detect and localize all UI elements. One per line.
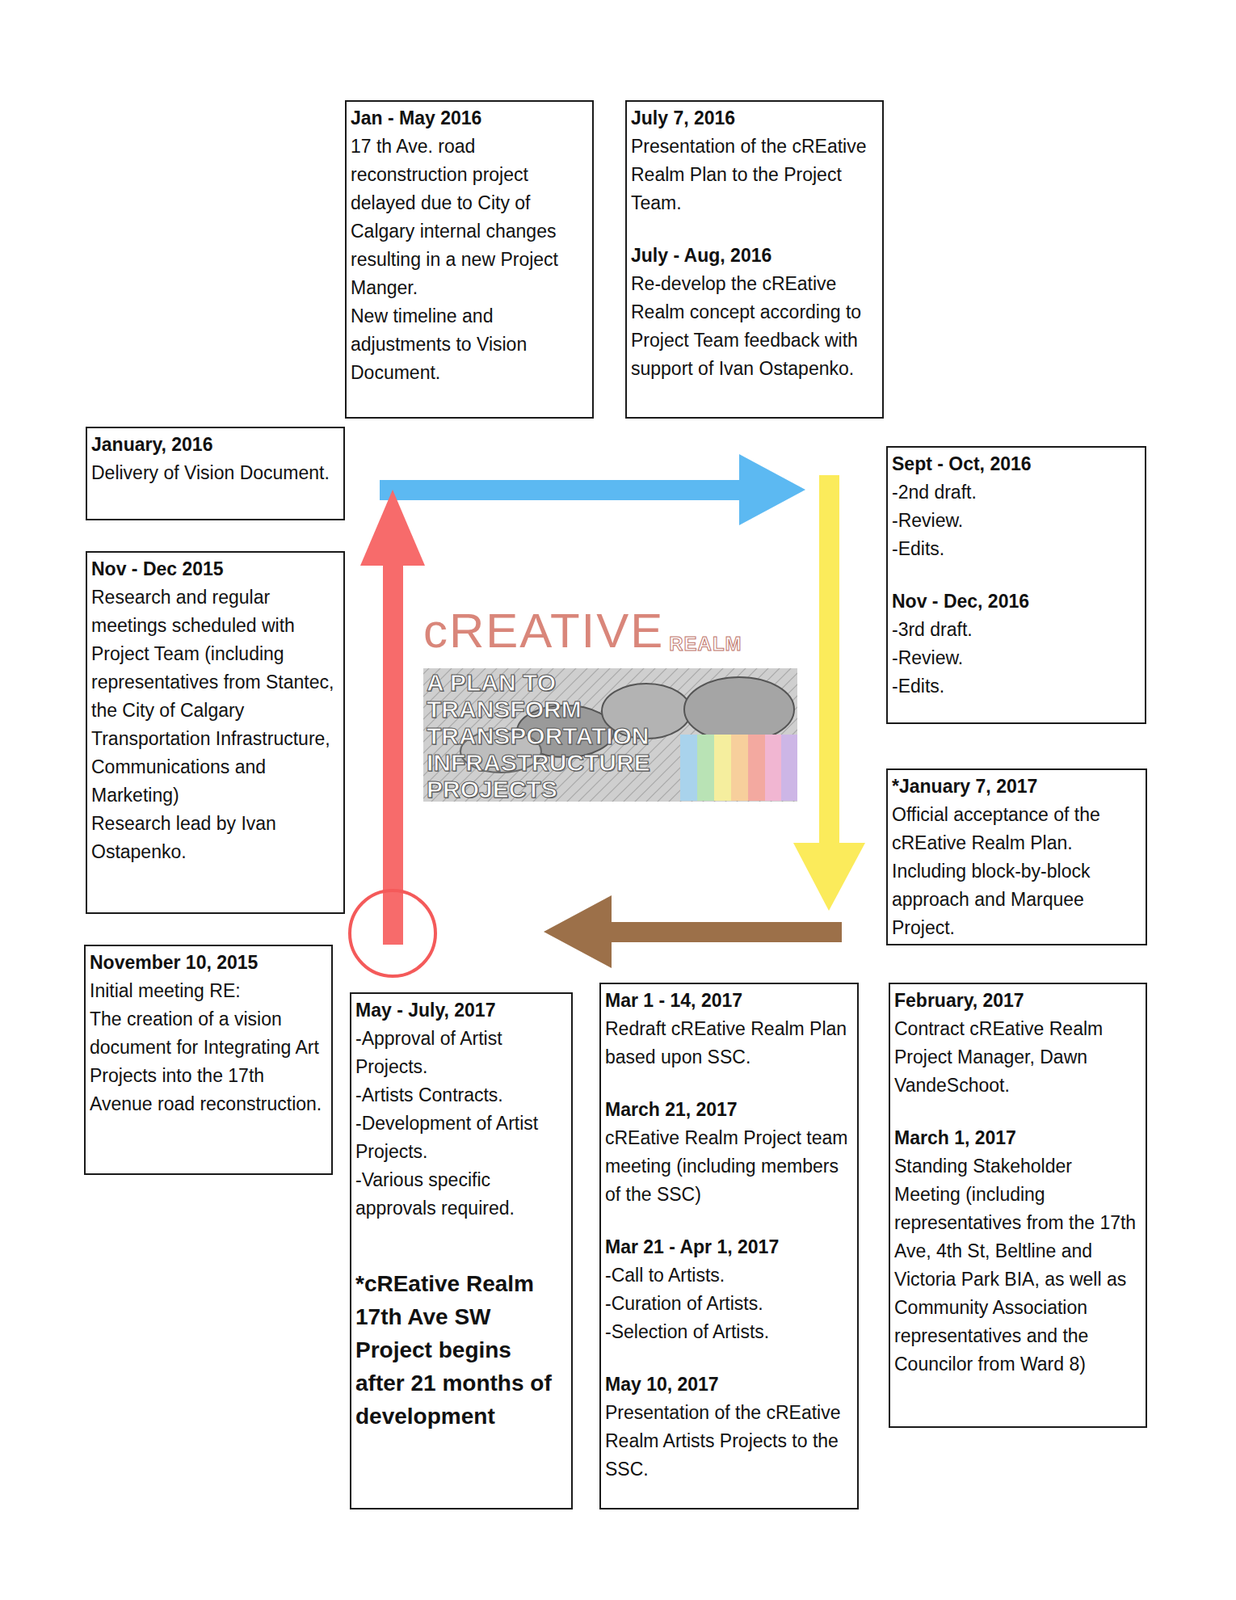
description: Contract cREative Realm Project Manager,…: [894, 1014, 1141, 1100]
logo-title: cREATIVE: [423, 604, 665, 658]
list-item: -Curation of Artists.: [605, 1289, 853, 1318]
date-heading: Nov - Dec 2015: [91, 554, 339, 584]
red-arrow: [360, 489, 425, 945]
list-item: -Review.: [891, 506, 1140, 535]
list-item: -Edits.: [891, 534, 1140, 564]
description: Presentation of the cREative Realm Plan …: [630, 132, 878, 218]
yellow-arrow: [793, 475, 866, 911]
date-heading: Sept - Oct, 2016: [891, 449, 1140, 479]
date-heading: July 7, 2016: [630, 104, 878, 133]
date-heading: Nov - Dec, 2016: [891, 587, 1140, 616]
timeline-box: Mar 1 - 14, 2017Redraft cREative Realm P…: [599, 982, 859, 1510]
description: Research lead by Ivan Ostapenko.: [91, 809, 339, 867]
list-item: -Artists Contracts.: [355, 1080, 567, 1110]
date-heading: Jan - May 2016: [350, 104, 588, 133]
list-item: -Development of Artist Projects.: [355, 1109, 567, 1166]
logo-illustration: [423, 668, 798, 802]
date-heading: Mar 1 - 14, 2017: [605, 986, 853, 1015]
timeline-box: January, 2016Delivery of Vision Document…: [85, 426, 345, 521]
rock: [684, 676, 795, 742]
description: Delivery of Vision Document.: [91, 458, 339, 488]
timeline-box: Sept - Oct, 2016-2nd draft.-Review.-Edit…: [886, 445, 1147, 724]
timeline-box: November 10, 2015Initial meeting RE:The …: [84, 944, 333, 1175]
date-heading: May - July, 2017: [355, 996, 567, 1025]
list-item: -Selection of Artists.: [605, 1317, 853, 1346]
description: 17 th Ave. road reconstruction project d…: [350, 132, 588, 303]
logo-tagline: A PLAN TO TRANSFORM TRANSPORTATION INFRA…: [426, 668, 694, 803]
description: cREative Realm Project team meeting (inc…: [605, 1123, 853, 1209]
date-heading: Mar 21 - Apr 1, 2017: [605, 1232, 853, 1262]
date-heading: July - Aug, 2016: [630, 241, 878, 270]
timeline-box: July 7, 2016Presentation of the cREative…: [625, 100, 884, 419]
timeline-box: February, 2017Contract cREative Realm Pr…: [888, 982, 1148, 1428]
description: Re-develop the cREative Realm concept ac…: [630, 269, 878, 383]
milestone-note: *cREative Realm 17th Ave SW Project begi…: [355, 1266, 567, 1433]
list-item: -Review.: [891, 643, 1140, 673]
description: New timeline and adjustments to Vision D…: [350, 302, 588, 387]
description: The creation of a vision document for In…: [89, 1004, 327, 1119]
timeline-box: May - July, 2017-Approval of Artist Proj…: [349, 992, 573, 1510]
list-item: -2nd draft.: [891, 478, 1140, 507]
list-item: -3rd draft.: [891, 615, 1140, 644]
start-circle: [349, 890, 436, 976]
blue-arrow: [379, 454, 806, 526]
brown-arrow: [543, 895, 842, 968]
date-heading: November 10, 2015: [89, 948, 327, 977]
description: Official acceptance of the cREative Real…: [891, 800, 1141, 942]
description: Redraft cREative Realm Plan based upon S…: [605, 1014, 853, 1072]
timeline-box: *January 7, 2017Official acceptance of t…: [886, 768, 1148, 946]
description: Initial meeting RE:: [89, 976, 327, 1005]
rainbow-stripes: [680, 734, 798, 801]
date-heading: *January 7, 2017: [891, 772, 1141, 801]
date-heading: February, 2017: [894, 986, 1141, 1015]
list-item: -Various specific approvals required.: [355, 1165, 567, 1223]
description: Presentation of the cREative Realm Artis…: [605, 1398, 853, 1484]
description: Research and regular meetings scheduled …: [91, 583, 339, 810]
timeline-box: Nov - Dec 2015Research and regular meeti…: [85, 550, 345, 914]
timeline-box: Jan - May 201617 th Ave. road reconstruc…: [344, 100, 594, 419]
description: Standing Stakeholder Meeting (including …: [894, 1151, 1141, 1379]
date-heading: May 10, 2017: [605, 1370, 853, 1399]
list-item: -Edits.: [891, 672, 1140, 701]
list-item: -Approval of Artist Projects.: [355, 1024, 567, 1081]
logo-subtitle: REALM: [668, 633, 742, 655]
list-item: -Call to Artists.: [605, 1261, 853, 1290]
sketch-ground: [423, 668, 798, 802]
date-heading: March 21, 2017: [605, 1095, 853, 1124]
date-heading: March 1, 2017: [894, 1123, 1141, 1152]
date-heading: January, 2016: [91, 430, 339, 459]
